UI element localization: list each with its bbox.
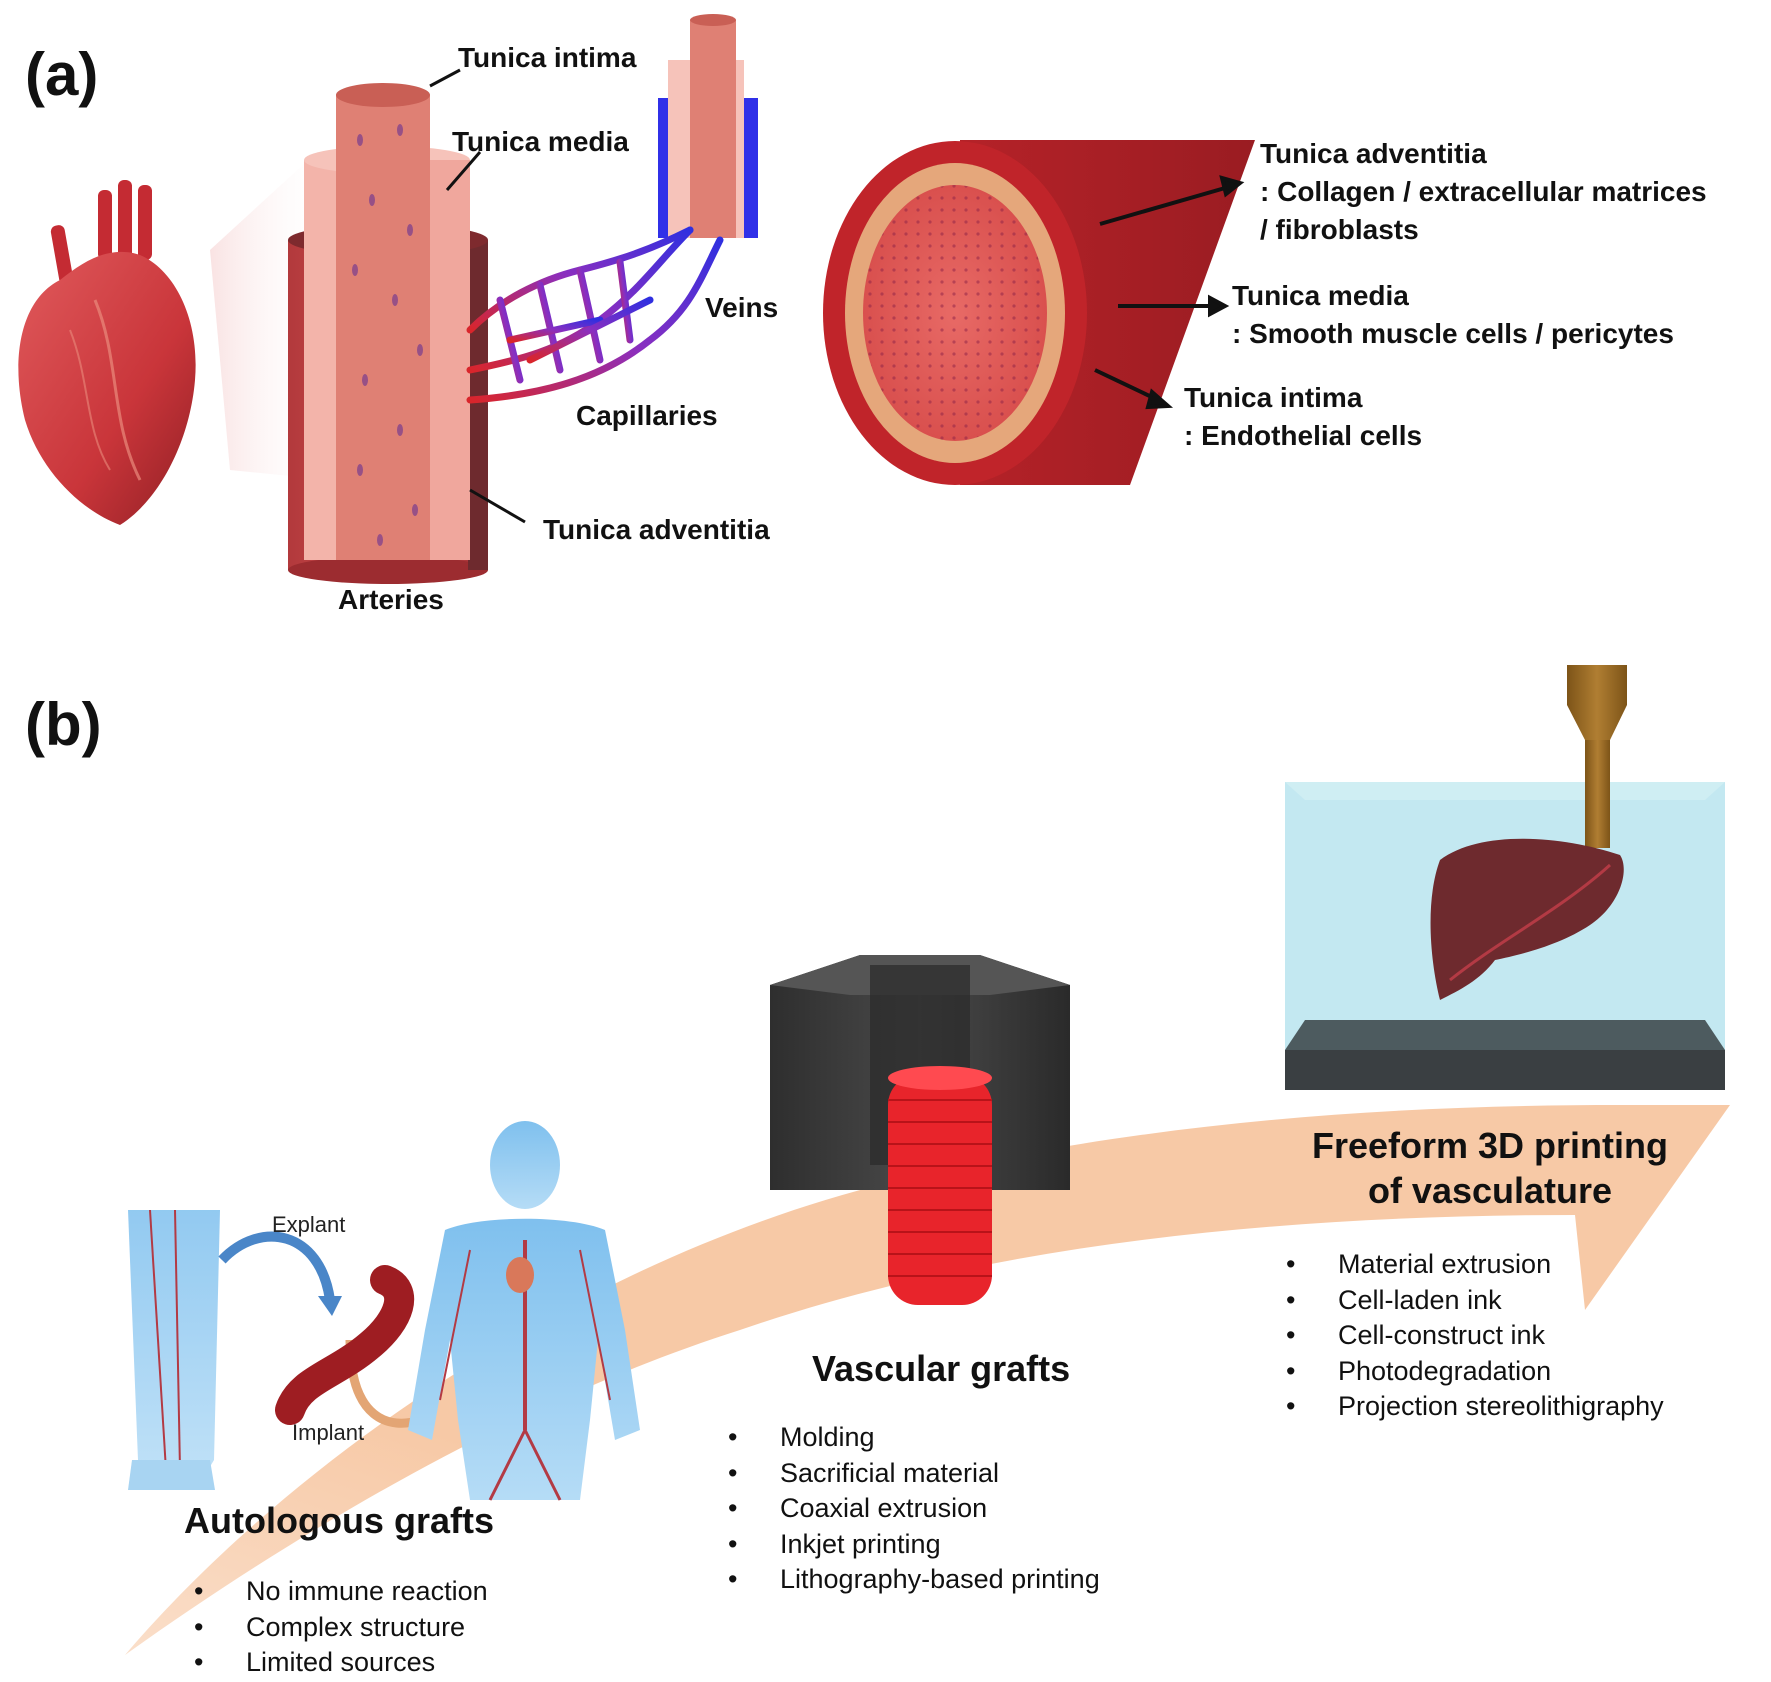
vascular-item: Molding — [720, 1420, 1100, 1456]
explant-arrowhead-icon — [318, 1296, 342, 1316]
cross-intima-desc: : Endothelial cells — [1184, 420, 1423, 451]
cross-intima-title: Tunica intima — [1184, 382, 1363, 413]
red-coil-illustration — [888, 1066, 992, 1305]
panel-b-label: (b) — [25, 691, 102, 758]
freeform-item: Material extrusion — [1278, 1247, 1664, 1283]
freeform-item: Photodegradation — [1278, 1354, 1664, 1390]
vascular-item: Sacrificial material — [720, 1456, 1100, 1492]
freeform-item: Cell-laden ink — [1278, 1283, 1664, 1319]
vascular-item: Lithography-based printing — [720, 1562, 1100, 1598]
legs-illustration — [128, 1209, 220, 1490]
autologous-title: Autologous grafts — [184, 1500, 494, 1541]
heart-illustration — [18, 140, 330, 525]
artery-layers-illustration — [288, 83, 488, 584]
printing-bath-illustration — [1285, 782, 1725, 1090]
freeform-item: Projection stereolithigraphy — [1278, 1389, 1664, 1425]
leader-lines — [429, 68, 526, 524]
cross-adventitia-title: Tunica adventitia — [1260, 138, 1487, 169]
vascular-item: Coaxial extrusion — [720, 1491, 1100, 1527]
vessel-cross-section — [823, 140, 1255, 485]
freeform-list: Material extrusion Cell-laden ink Cell-c… — [1278, 1247, 1664, 1425]
autologous-item: Limited sources — [186, 1645, 488, 1681]
cross-section-arrows — [1094, 175, 1245, 410]
capillaries-illustration — [466, 226, 724, 404]
freeform-title-line-2: of vasculature — [1367, 1170, 1613, 1211]
autologous-list: No immune reaction Complex structure Lim… — [186, 1574, 488, 1681]
explant-label: Explant — [272, 1212, 346, 1237]
vascular-list: Molding Sacrificial material Coaxial ext… — [720, 1420, 1100, 1598]
vein-illustration — [658, 14, 758, 238]
label-tunica-adventitia: Tunica adventitia — [543, 514, 770, 545]
nozzle-illustration — [1567, 665, 1627, 848]
label-veins: Veins — [705, 292, 779, 323]
human-body-illustration — [408, 1121, 640, 1501]
label-capillaries: Capillaries — [576, 400, 718, 431]
autologous-item: No immune reaction — [186, 1574, 488, 1610]
vascular-item: Inkjet printing — [720, 1527, 1100, 1563]
label-arteries: Arteries — [338, 584, 444, 615]
graft-vessel-illustration — [275, 1265, 415, 1425]
freeform-title-line-1: Freeform 3D printing — [1311, 1125, 1669, 1166]
panel-a-label: (a) — [25, 41, 99, 108]
cross-adventitia-desc-2: / fibroblasts — [1260, 214, 1419, 245]
cross-media-desc: : Smooth muscle cells / pericytes — [1232, 318, 1674, 349]
vascular-title: Vascular grafts — [812, 1348, 1071, 1389]
implant-label: Implant — [292, 1420, 365, 1445]
label-tunica-intima: Tunica intima — [458, 42, 637, 73]
autologous-item: Complex structure — [186, 1610, 488, 1646]
label-tunica-media: Tunica media — [452, 126, 629, 157]
explant-arrow — [218, 1231, 335, 1301]
freeform-item: Cell-construct ink — [1278, 1318, 1664, 1354]
cross-adventitia-desc-1: : Collagen / extracellular matrices — [1260, 176, 1707, 207]
cross-media-title: Tunica media — [1232, 280, 1409, 311]
liver-vessel — [1449, 863, 1612, 982]
